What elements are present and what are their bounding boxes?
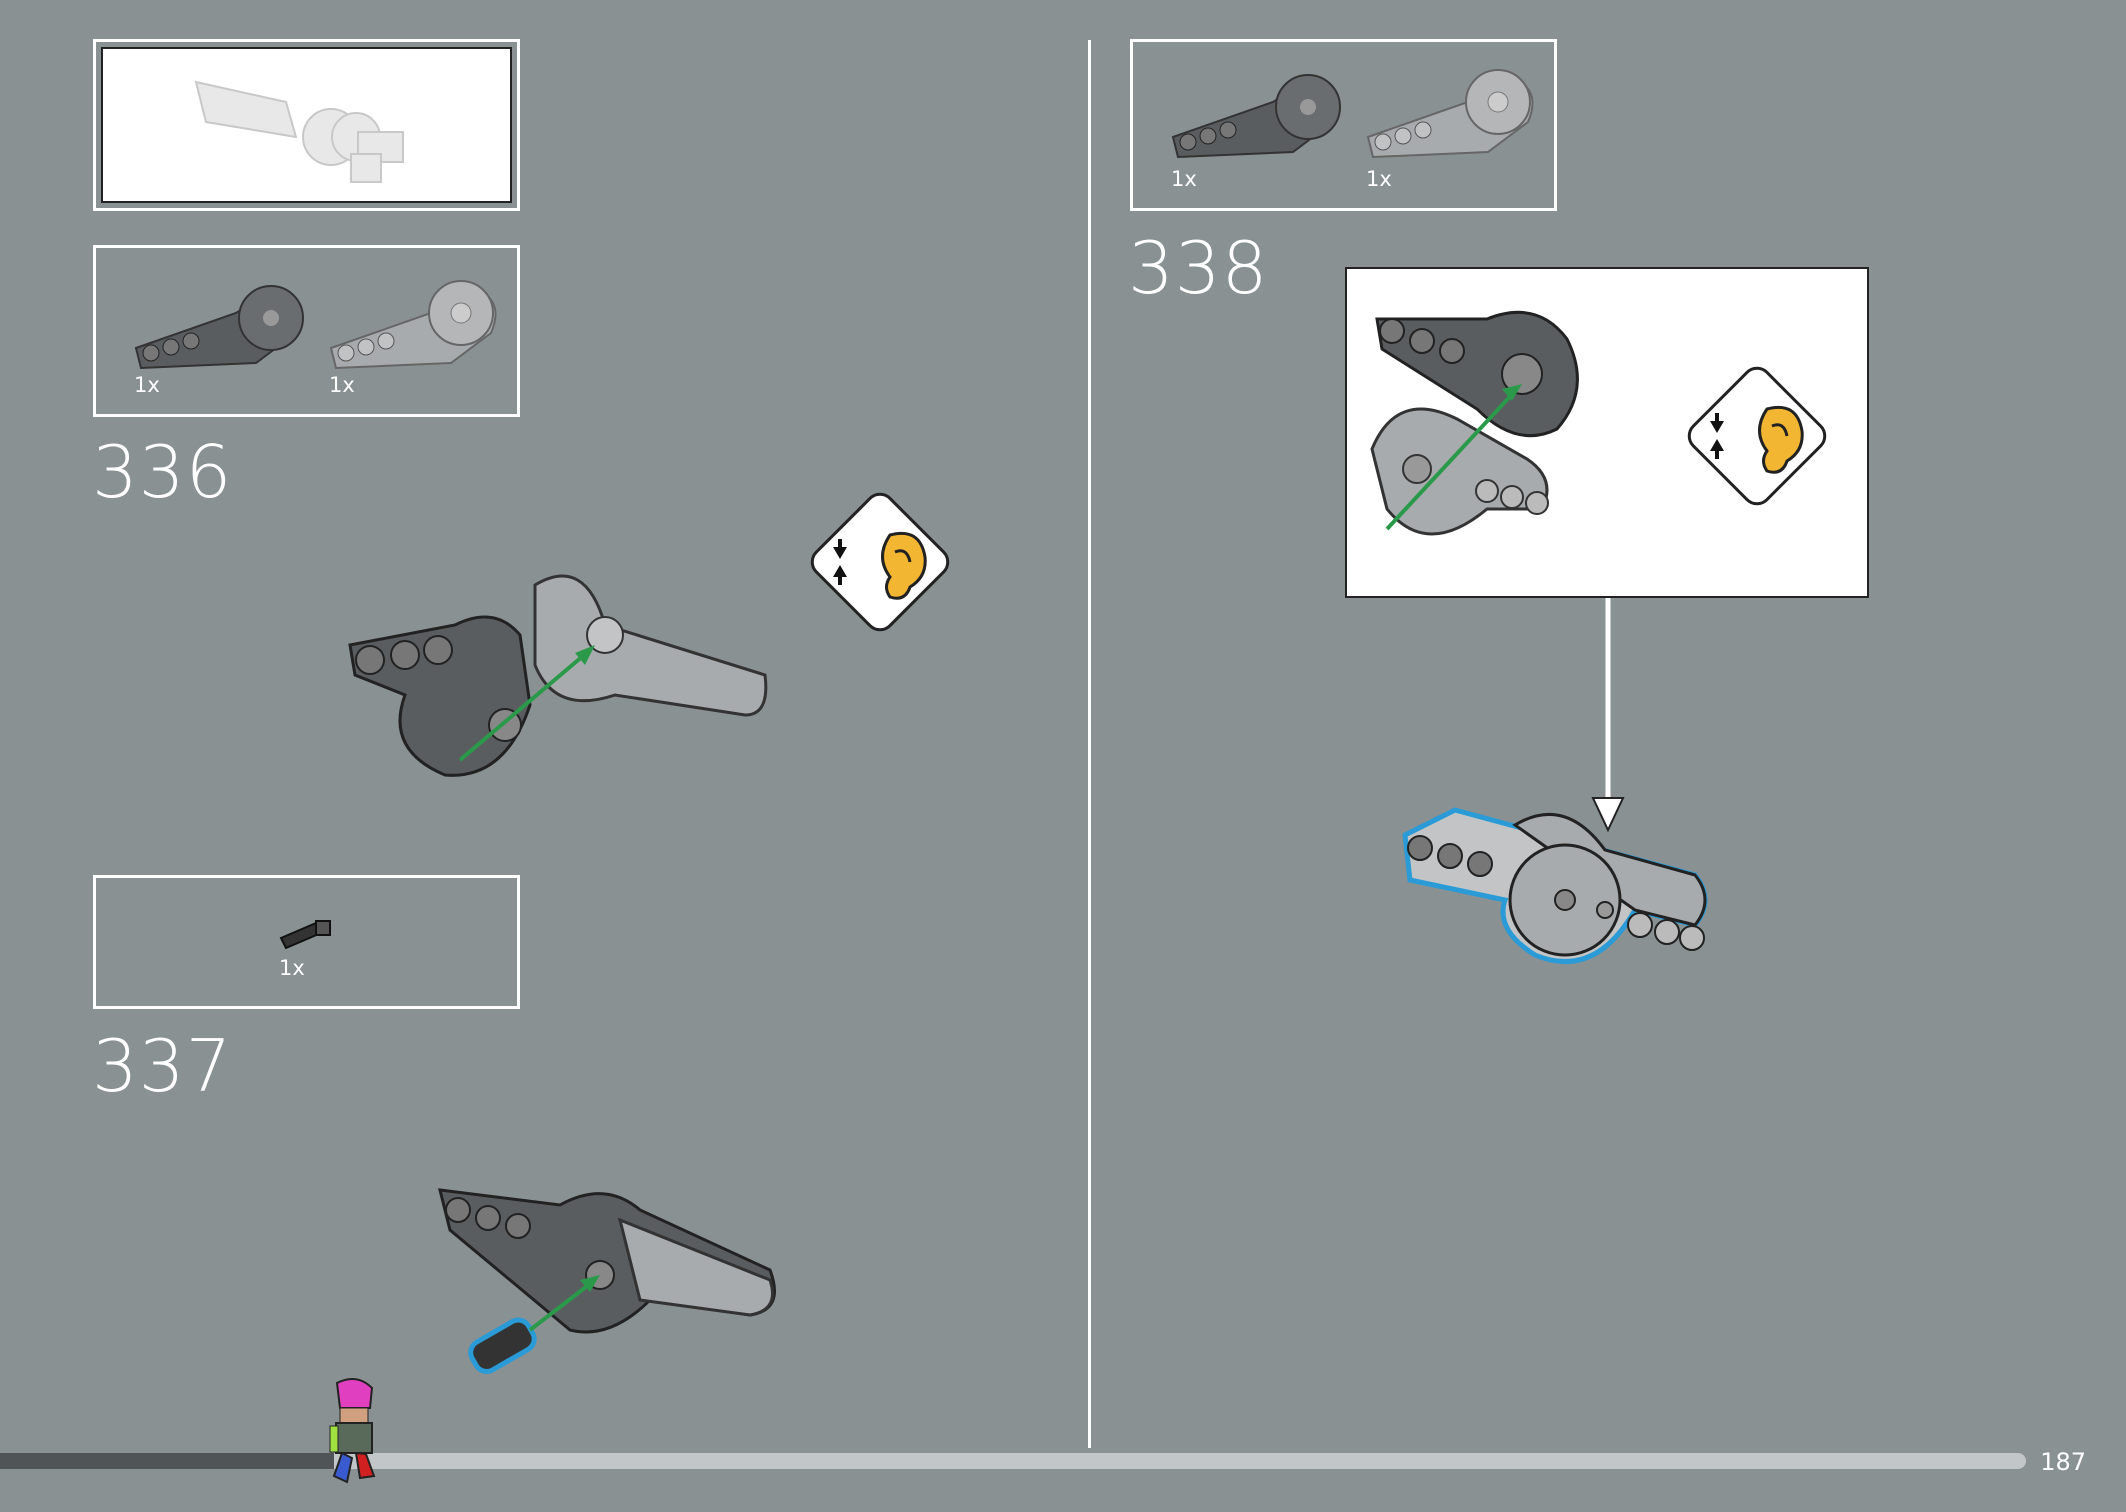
part-quantity: 1x: [279, 956, 305, 980]
part-quantity: 1x: [134, 373, 160, 397]
axle-pin-part: [279, 920, 331, 950]
liftarm-disc-dark-part: [1171, 74, 1341, 159]
page-divider: [1088, 40, 1091, 1448]
liftarm-disc-light-part: [329, 280, 497, 370]
step-number: 338: [1128, 226, 1269, 310]
part-quantity: 1x: [1171, 167, 1197, 191]
step-337-assembly: [438, 1188, 776, 1374]
part-quantity: 1x: [329, 373, 355, 397]
part-quantity: 1x: [1366, 167, 1392, 191]
liftarm-disc-dark-part: [134, 285, 304, 370]
step-336-assembly: [348, 574, 768, 777]
minifigure-progress-marker: [329, 1378, 376, 1484]
sound-click-hint-icon: [810, 492, 950, 632]
page-number: 187: [2040, 1448, 2086, 1476]
step-338-subassembly-callout: [1345, 267, 1869, 598]
progress-fill: [0, 1453, 335, 1469]
liftarm-disc-light-part: [1366, 69, 1534, 159]
insert-arrow: [1591, 598, 1625, 833]
step-338-assembly: [1402, 807, 1708, 965]
step-number: 336: [92, 430, 233, 514]
step-number: 337: [92, 1024, 233, 1108]
sound-click-hint-icon: [1687, 366, 1827, 506]
previous-assembly-model: [194, 80, 404, 183]
step-336-parts-box: 1x 1x: [93, 245, 520, 417]
progress-track: [0, 1453, 2026, 1469]
step-338-parts-box: 1x 1x: [1130, 39, 1557, 211]
step-337-parts-box: 1x: [93, 875, 520, 1009]
subassembly-illustration: [1370, 310, 1579, 536]
previous-assembly-box: [93, 39, 520, 211]
